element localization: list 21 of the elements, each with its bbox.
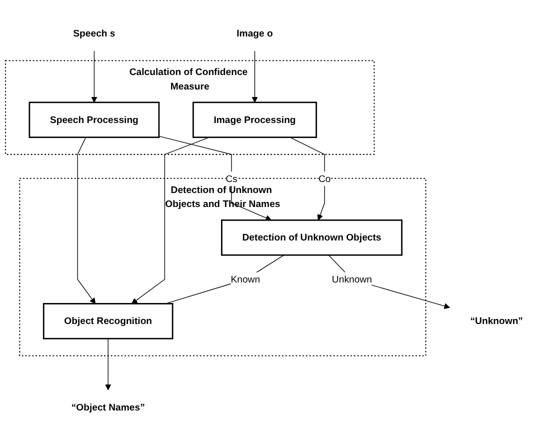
connector [165, 254, 284, 304]
arrow [91, 50, 98, 103]
arrow [252, 50, 258, 103]
arrow [105, 338, 112, 390]
node-box: Image Processing [192, 102, 317, 138]
node-box: Detection of Unknown Objects [221, 219, 402, 256]
node-box: Speech Processing [28, 102, 160, 138]
edge-label: Co [318, 172, 331, 184]
node-text: “Object Names” [71, 402, 145, 413]
edge-label: Cs [226, 172, 238, 184]
node-box: Object Recognition [42, 303, 174, 340]
edge-label: Unknown [332, 274, 372, 285]
arrow [132, 136, 210, 304]
node-text: Image o [236, 28, 273, 39]
arrow [290, 136, 325, 220]
node-text: Speech s [73, 28, 116, 39]
node-text: “Unknown” [470, 315, 523, 326]
arrow [158, 136, 272, 221]
arrow [328, 254, 450, 309]
edge-label: Known [230, 274, 260, 285]
arrow [77, 136, 96, 304]
